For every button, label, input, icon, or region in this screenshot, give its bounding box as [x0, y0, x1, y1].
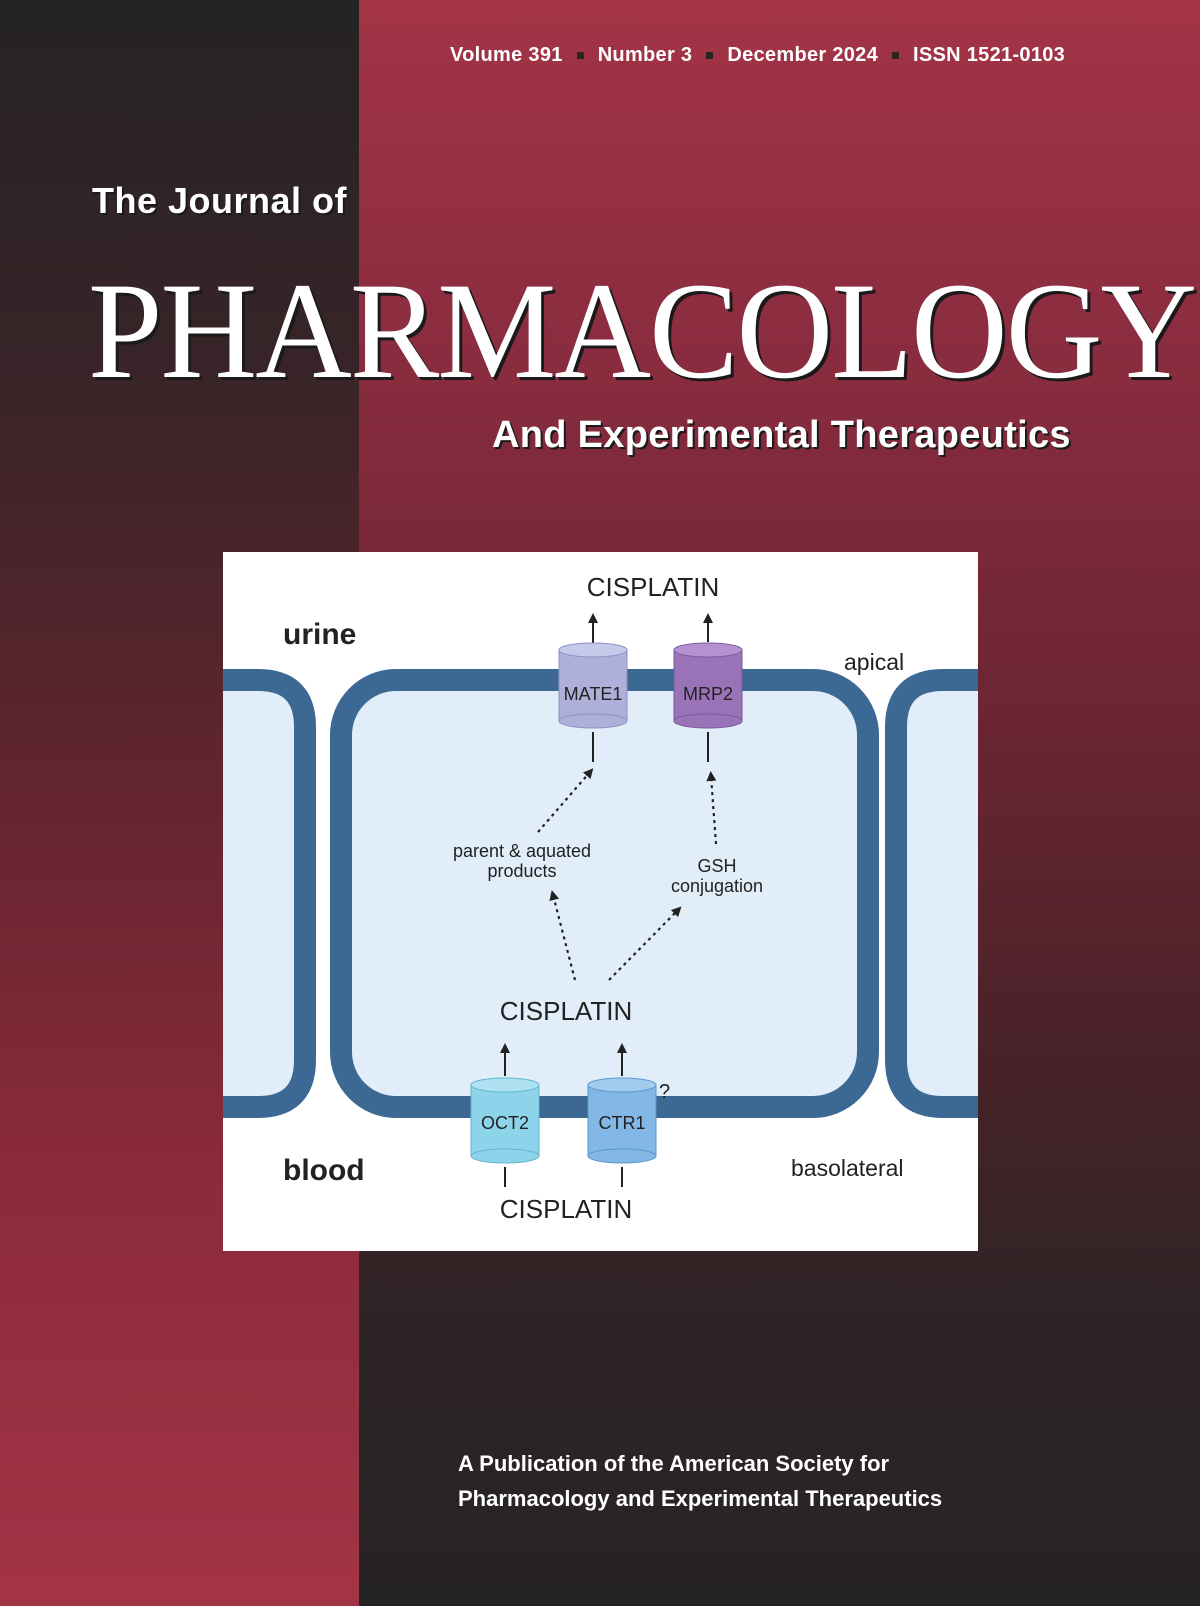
dotted-arrow-to-mrp2 [706, 771, 718, 845]
cisplatin-transport-diagram: MATE1 MRP2 OCT2 [223, 572, 978, 1224]
oct2-transporter: OCT2 [470, 1043, 540, 1187]
ctr1-transporter: CTR1 [587, 1043, 657, 1187]
journal-title-prefix: The Journal of [92, 180, 348, 221]
separator-square [706, 52, 714, 60]
ctr1-label: CTR1 [598, 1113, 645, 1133]
gsh-label-2: conjugation [671, 876, 763, 896]
issue-number: Number 3 [597, 44, 693, 66]
urine-label: urine [283, 618, 356, 651]
mrp2-transporter: MRP2 [673, 642, 743, 762]
issue-info: Volume 391 Number 3 December 2024 ISSN 1521… [450, 44, 1140, 74]
issue-issn: ISSN 1521-0103 [913, 44, 1066, 66]
issue-volume: Volume 391 [450, 44, 563, 66]
gsh-label-1: GSH [697, 856, 736, 876]
basolateral-label: basolateral [791, 1155, 904, 1181]
bottom-cisplatin-label: CISPLATIN [500, 1194, 632, 1224]
mid-cisplatin-label: CISPLATIN [500, 996, 632, 1026]
top-cisplatin-label: CISPLATIN [587, 572, 719, 602]
cover-figure: MATE1 MRP2 OCT2 [223, 552, 978, 1251]
publisher-statement: A Publication of the American Society fo… [458, 1446, 942, 1516]
journal-title-subtitle: And Experimental Therapeutics [492, 414, 1071, 456]
blood-label: blood [283, 1154, 365, 1187]
parent-products-label-1: parent & aquated [453, 841, 591, 861]
question-mark: ? [659, 1081, 670, 1103]
publisher-line-2: Pharmacology and Experimental Therapeuti… [458, 1486, 943, 1511]
mrp2-label: MRP2 [683, 684, 733, 704]
separator-square [576, 52, 584, 60]
central-cell [330, 669, 879, 1118]
oct2-label: OCT2 [481, 1113, 529, 1133]
dotted-arrow-to-gsh [608, 906, 682, 981]
publisher-line-1: A Publication of the American Society fo… [458, 1451, 890, 1476]
separator-square [892, 52, 900, 60]
journal-title-main: PHARMACOLOGY [88, 254, 1197, 407]
parent-products-label-2: products [487, 861, 556, 881]
apical-label: apical [844, 649, 904, 675]
mate1-label: MATE1 [564, 684, 623, 704]
dotted-arrow-to-parent [549, 890, 577, 981]
left-cell [223, 669, 316, 1118]
mate1-transporter: MATE1 [558, 623, 628, 762]
issue-date: December 2024 [727, 44, 879, 66]
right-cell [885, 669, 978, 1118]
